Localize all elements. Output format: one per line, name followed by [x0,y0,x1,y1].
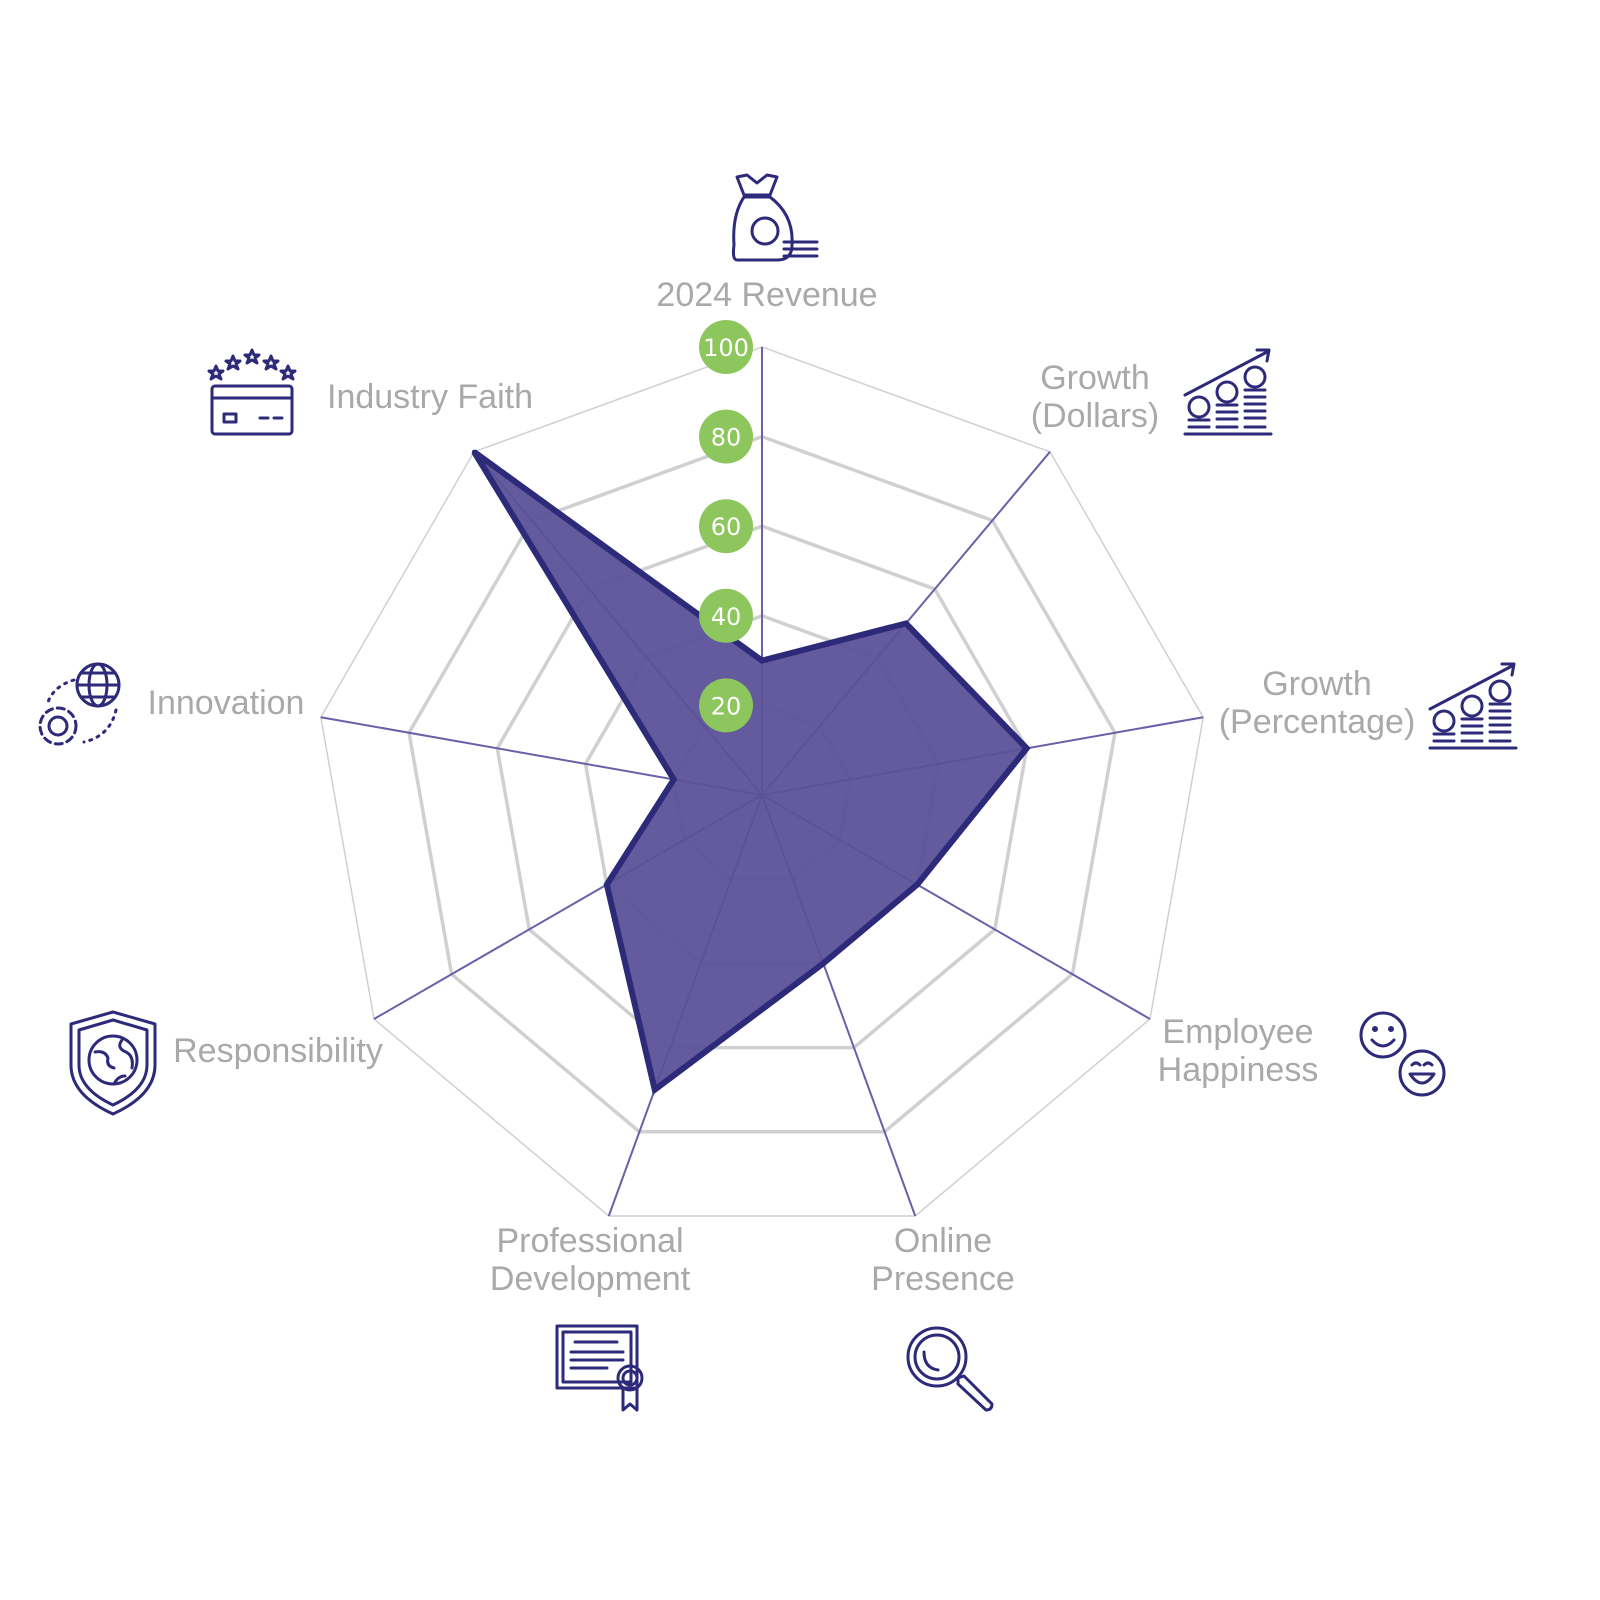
tick-label: 20 [711,692,742,720]
grid-ring-100 [320,346,1204,1217]
tick-badge [699,499,753,554]
data-point [915,882,920,887]
axis-labels: 2024 RevenueGrowth(Dollars)Growth(Percen… [148,276,1416,1298]
data-point [903,621,908,626]
axis-label-line: (Dollars) [1031,397,1159,435]
tick-label: 40 [711,603,742,631]
magnifier-icon [906,1326,994,1412]
money-bag-icon [731,173,819,262]
axis-label: Growth(Percentage) [1219,665,1416,741]
tick-badge [699,678,753,733]
axis-label-line: Professional [496,1222,683,1260]
axis-label-line: Responsibility [173,1032,383,1070]
data-point [1024,746,1029,751]
data-point [821,961,826,966]
axis-label-line: Growth [1262,665,1372,703]
axis-label-line: Growth [1040,359,1150,397]
data-point [760,658,764,663]
grid-ring-80 [407,434,1117,1134]
data-point [652,1087,657,1092]
tick-labels: 20 40 60 80 100 [699,320,753,733]
axis-label: Growth(Dollars) [1031,359,1159,435]
tick-label: 100 [703,334,749,362]
growth-coins-icon [1183,348,1273,436]
axis-label-line: Development [490,1260,691,1298]
axis-label-line: Employee [1162,1013,1313,1051]
axis-label: Innovation [148,684,305,722]
tick-badge [699,409,753,464]
certificate-icon [555,1324,644,1412]
tick-badge [699,588,753,643]
axis-label-line: Happiness [1158,1051,1319,1089]
tick-label: 60 [711,513,742,541]
axis-label: Responsibility [173,1032,383,1070]
axis-label: 2024 Revenue [656,276,877,314]
axis-label-line: Innovation [148,684,305,722]
data-point [671,777,676,782]
tick-badge [699,320,753,374]
grid-ring-60 [495,524,1029,1050]
globe-shield-icon [69,1010,157,1116]
axis-label-line: (Percentage) [1219,703,1416,741]
axis-label: Industry Faith [327,378,533,416]
series [471,449,1031,1095]
axis-label-line: 2024 Revenue [656,276,877,314]
rated-card-icon [207,348,297,436]
axis-label-line: Online [894,1222,992,1260]
smiley-faces-icon [1359,1011,1446,1097]
axis-label-line: Presence [871,1260,1015,1298]
axis-label-line: Industry Faith [327,378,533,416]
globe-gear-icon [38,662,121,746]
growth-coins-icon [1428,662,1518,750]
axis-icons [38,173,1518,1412]
data-point [604,882,609,887]
data-point [472,449,477,454]
tick-label: 80 [711,424,742,452]
series-area [471,449,1031,1095]
